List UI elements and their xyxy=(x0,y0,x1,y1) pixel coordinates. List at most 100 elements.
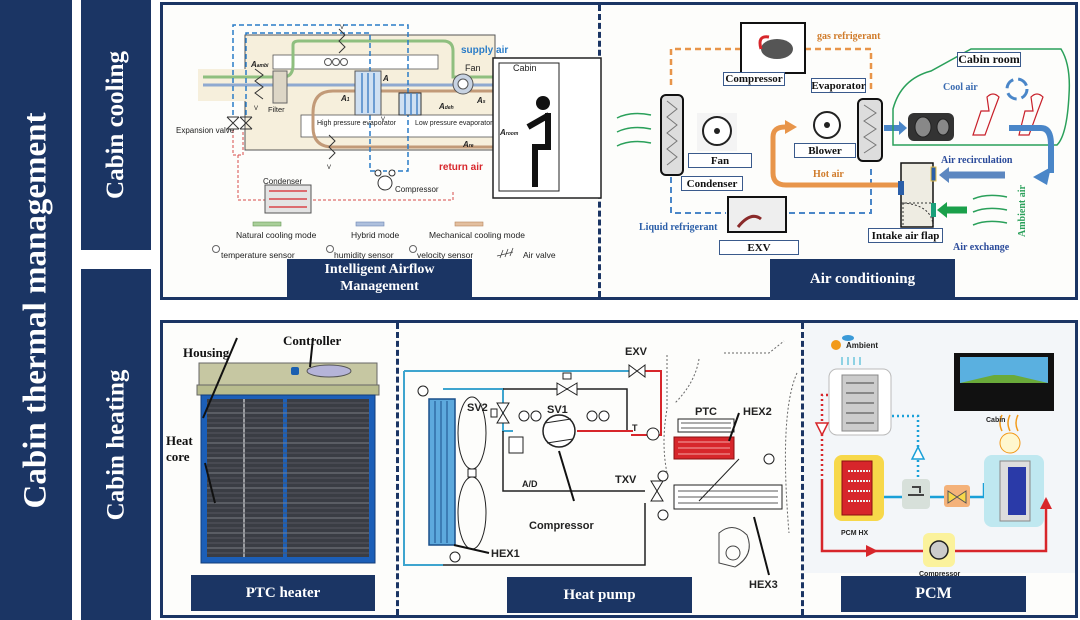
flow-arrow-icon xyxy=(866,545,878,557)
cabin-label: Cabin xyxy=(513,63,537,73)
fan-hub xyxy=(457,78,469,90)
recirculation-arrowhead xyxy=(1033,167,1051,185)
cool-air-arrowhead xyxy=(899,121,907,135)
temperature-probe-icon xyxy=(646,427,660,441)
air-recirculation-label: Air recirculation xyxy=(941,155,1013,166)
heat-pump-diagram: EXV SV1 SV2 PTC HEX2 HEX1 HEX3 TXV A/D C… xyxy=(403,340,798,591)
temperature-sensor-icon xyxy=(212,245,220,253)
legend-hybrid-label: Hybrid mode xyxy=(351,230,399,240)
expansion-valve-icon xyxy=(947,490,967,504)
legend-air-valve-label: Air valve xyxy=(523,250,556,260)
pcm-hx-icon xyxy=(841,460,873,516)
sv1-label: SV1 xyxy=(547,404,568,416)
intake-air-flap-label: Intake air flap xyxy=(868,228,943,243)
sv1-actuator xyxy=(562,372,572,380)
compressor-body-icon xyxy=(761,39,793,59)
evaporator-label: Evaporator xyxy=(811,78,866,93)
sv1-line xyxy=(503,388,628,431)
flap-path xyxy=(901,202,934,226)
v3-label: V xyxy=(327,165,331,171)
ambient-supply-line xyxy=(892,414,920,485)
exv-label: EXV xyxy=(719,240,799,255)
section-bar-heating: Cabin heating xyxy=(81,269,151,620)
airflow-down-icon xyxy=(841,357,861,365)
pcm-hx-fins xyxy=(848,470,870,502)
hex2-label: HEX2 xyxy=(743,406,772,418)
liquid-refrigerant-label: Liquid refrigerant xyxy=(639,222,718,233)
seated-person-icon xyxy=(526,112,551,187)
accumulator-icon xyxy=(508,436,524,454)
evaporator-tubes xyxy=(404,93,418,115)
gas-refrigerant-label: gas refrigerant xyxy=(817,31,881,42)
ptc-fins xyxy=(681,422,731,429)
controller-pointer xyxy=(309,337,314,368)
ambient-air-label: Ambient air xyxy=(1017,185,1028,238)
legend-swatch-hybrid xyxy=(355,221,385,227)
ad-label: A/D xyxy=(522,479,538,489)
v1-label: V xyxy=(254,106,258,112)
fan-hub xyxy=(714,128,720,134)
sun-icon xyxy=(831,340,841,350)
controller-icon xyxy=(306,364,352,378)
legend-temperature-label: temperature sensor xyxy=(221,250,295,260)
sv2-actuator xyxy=(490,408,498,418)
exv-image xyxy=(727,196,787,233)
txv-valve-icon xyxy=(650,480,664,502)
natural-cooling-flow xyxy=(203,39,493,79)
condenser-tubes xyxy=(269,190,307,208)
refrigerant-loop-outer xyxy=(232,24,409,172)
main-title: Cabin thermal management xyxy=(17,112,54,508)
compressor-pointer xyxy=(558,450,575,502)
air-exchange-label: Air exchange xyxy=(953,242,1010,253)
evaporator-coil xyxy=(863,104,877,154)
temperature-sensor-icon xyxy=(518,410,530,422)
fan-blade-icon xyxy=(457,476,487,550)
caption-air-conditioning: Air conditioning xyxy=(770,259,955,299)
a-label: A xyxy=(382,74,389,83)
velocity-sensor-icon xyxy=(409,245,417,253)
section-bar-cooling: Cabin cooling xyxy=(81,0,151,250)
cyan-line-left xyxy=(403,371,443,566)
cabin-room-label: Cabin room xyxy=(957,52,1021,67)
exv-label: EXV xyxy=(625,346,648,358)
high-pressure-evaporator-label: High pressure evaporator xyxy=(317,120,397,127)
road-scenery xyxy=(960,375,1048,383)
gas-refrigerant-line xyxy=(669,47,873,91)
heat-core-pointer xyxy=(204,462,216,504)
compressor-icon xyxy=(542,414,576,448)
duct-wall xyxy=(698,458,740,502)
ambient-air-waves-icon xyxy=(616,112,652,147)
main-title-bar: Cabin thermal management xyxy=(0,0,72,620)
sv2-valve-icon xyxy=(496,402,510,424)
liquid-refrigerant-line xyxy=(670,165,872,214)
compressor-label: Compressor xyxy=(919,571,961,578)
condenser-coil xyxy=(666,100,678,166)
blower-icon xyxy=(718,527,750,568)
section-label-cooling: Cabin cooling xyxy=(102,51,130,199)
low-pressure-evaporator-label: Low pressure evaporator xyxy=(415,120,493,127)
temperature-sensor-icon xyxy=(340,58,348,66)
cool-air-label: Cool air xyxy=(943,82,978,93)
return-line xyxy=(502,431,645,492)
panel-air-conditioning: gas refrigerant Cool air Hot air Air rec… xyxy=(601,5,1075,299)
connector-strip xyxy=(196,384,380,396)
a-room-label: Aroom xyxy=(499,128,519,137)
mechanical-cooling-flow xyxy=(311,89,493,149)
flap-port xyxy=(898,181,904,195)
temperature-sensor-icon xyxy=(417,385,429,397)
compressor-label: Compressor xyxy=(723,72,785,86)
pcm-hx-label: PCM HX xyxy=(841,530,869,537)
check-valve-icon xyxy=(908,486,924,496)
legend-humidity-label: humidity sensor xyxy=(334,250,394,260)
v4-label: V xyxy=(381,117,385,123)
hot-refrigerant-loop xyxy=(820,479,1048,553)
flap-port xyxy=(931,203,936,217)
connector-icon xyxy=(291,367,299,375)
circulation-icon xyxy=(1005,77,1029,101)
flow-arrow-icon xyxy=(1040,497,1052,509)
exv-valve-icon xyxy=(736,214,762,228)
panel-divider xyxy=(801,323,804,615)
